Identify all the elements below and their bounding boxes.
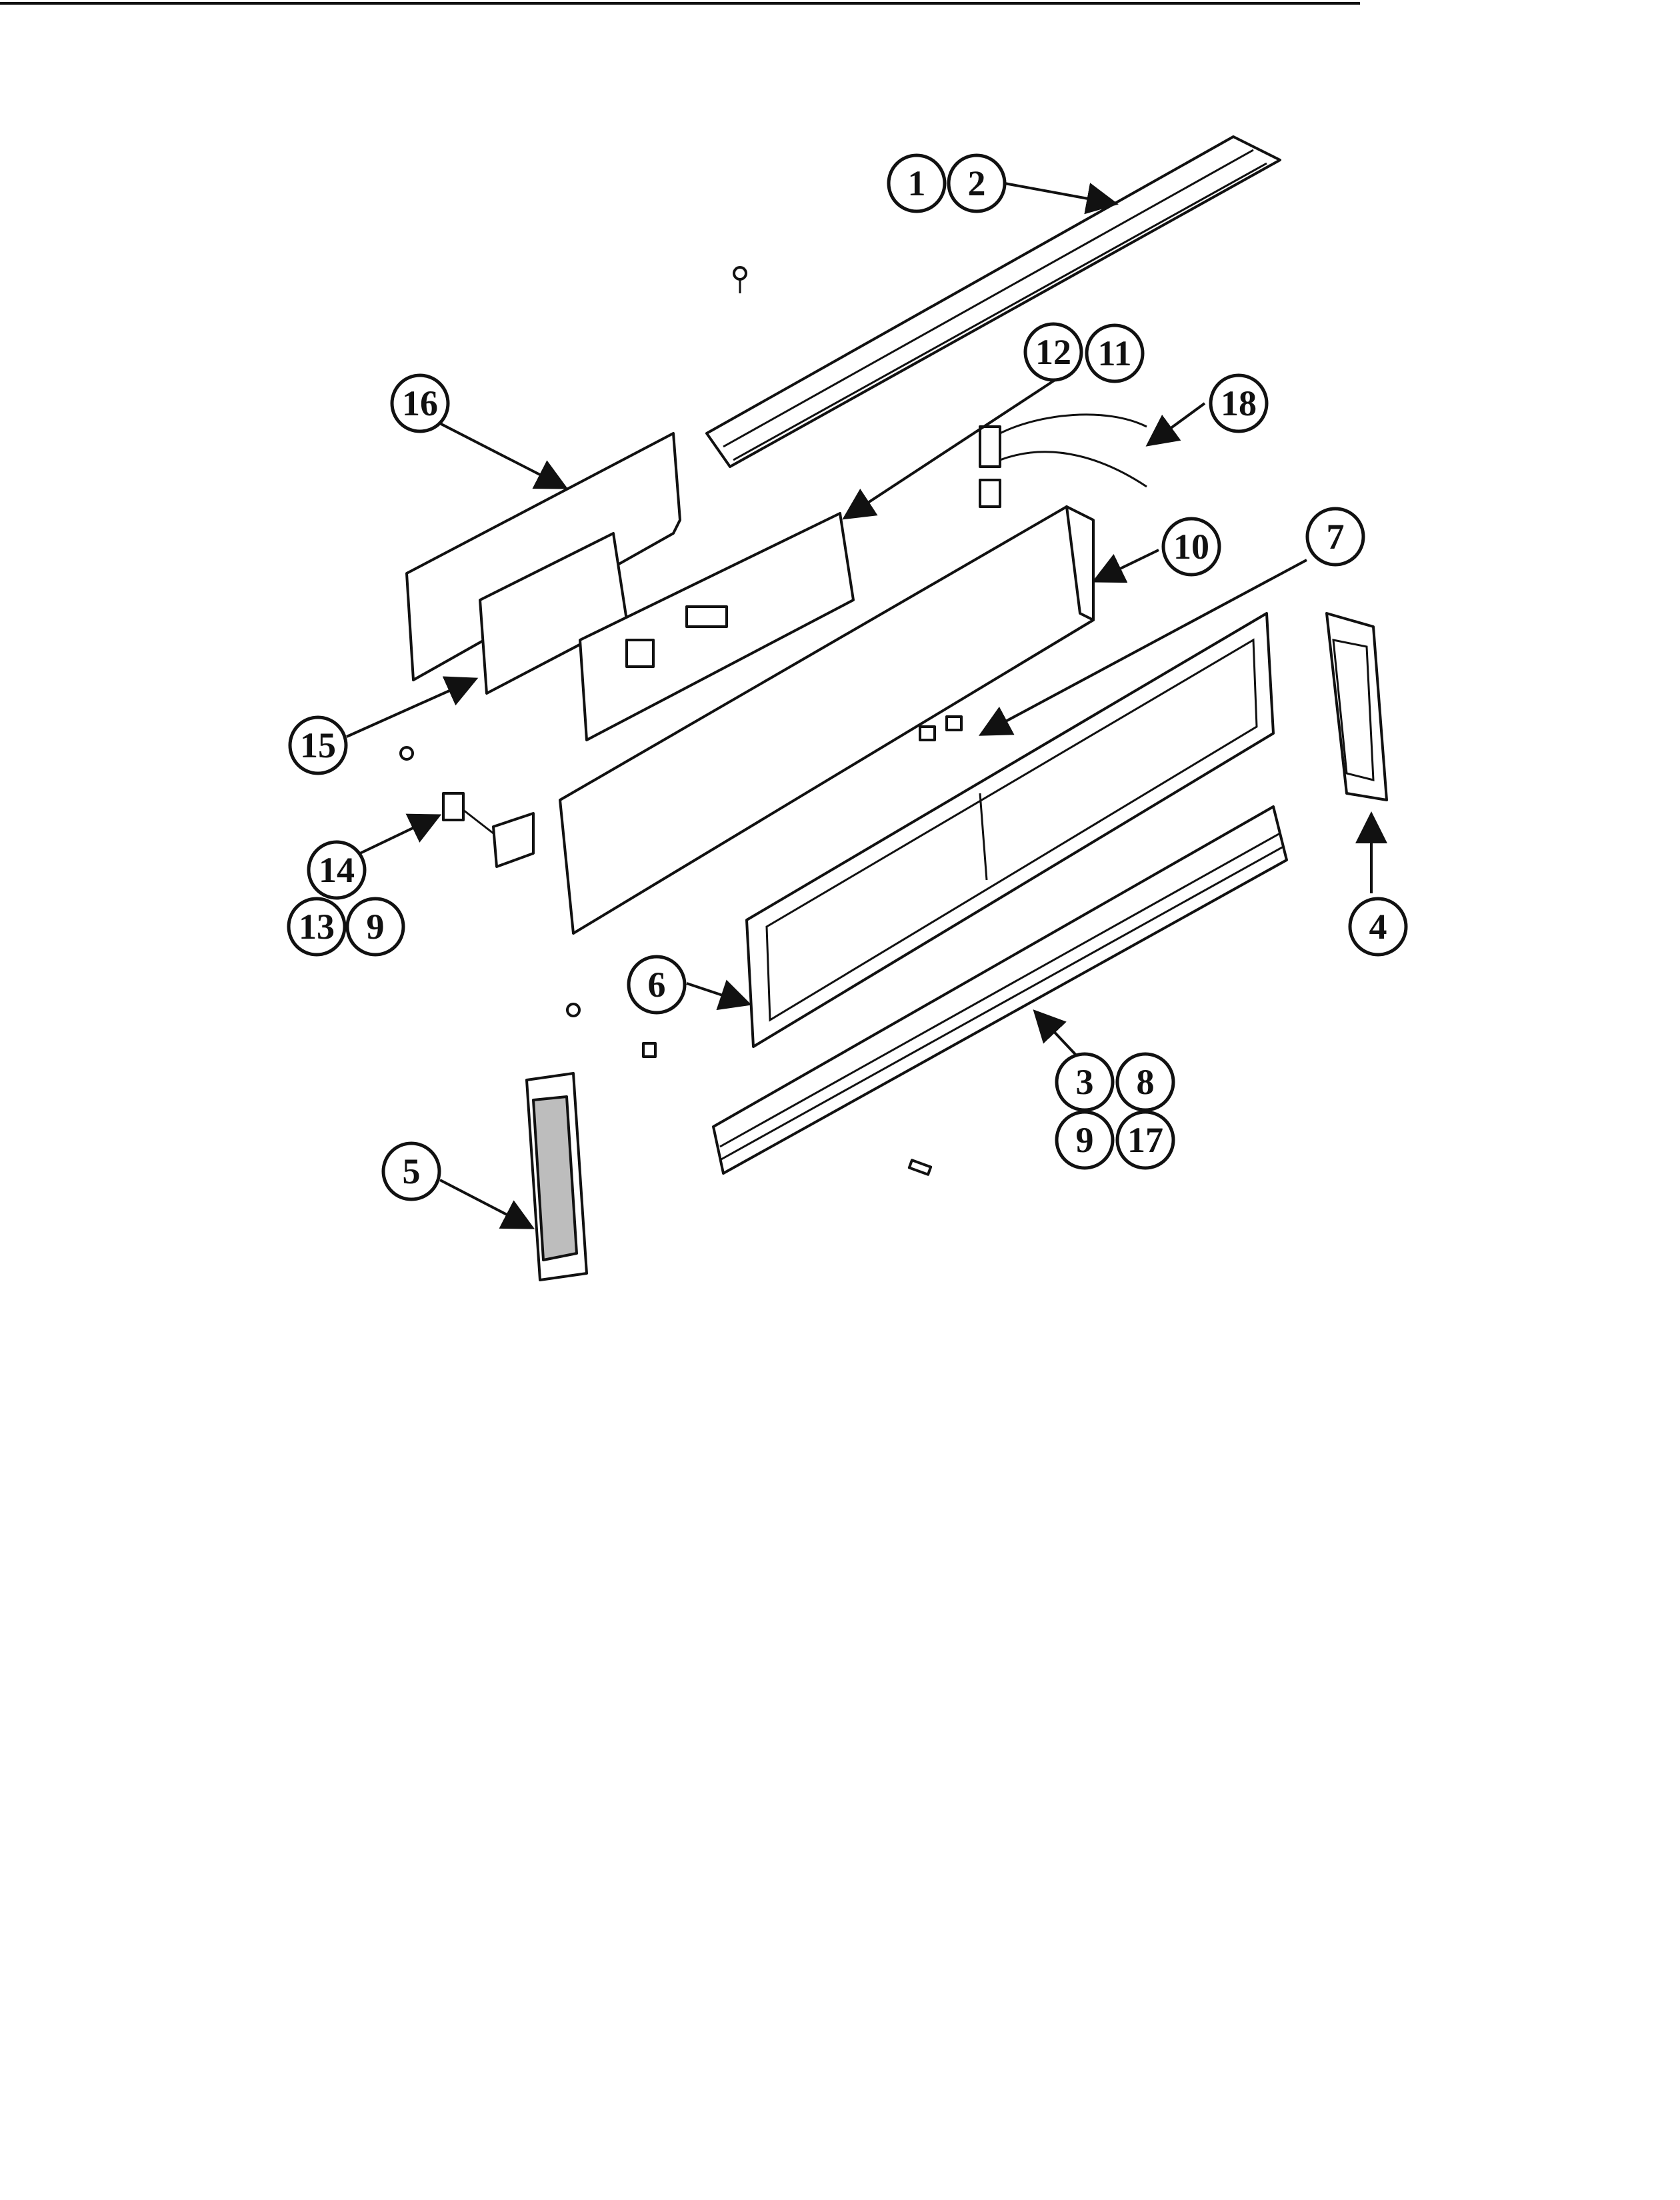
callout-18: 18 [1209, 373, 1269, 433]
svg-text:6: 6 [648, 965, 666, 1005]
leader-lines [346, 182, 1387, 1229]
switch-assembly [442, 792, 535, 868]
left-bracket [405, 432, 681, 681]
ribbon-cable [979, 413, 1147, 508]
svg-text:4: 4 [1369, 907, 1387, 947]
callout-5: 5 [381, 1141, 441, 1201]
callout-13: 13 [287, 897, 347, 957]
svg-text:9: 9 [1076, 1120, 1094, 1160]
callout-6: 6 [627, 955, 687, 1015]
callout-9-rail: 9 [1055, 1110, 1115, 1170]
svg-text:1: 1 [908, 163, 926, 203]
callout-15: 15 [288, 715, 348, 775]
callout-4: 4 [1348, 897, 1408, 957]
right-end-cap [1325, 612, 1388, 801]
svg-text:9: 9 [367, 907, 385, 947]
svg-text:8: 8 [1137, 1062, 1155, 1102]
svg-text:2: 2 [968, 163, 986, 203]
svg-text:5: 5 [403, 1151, 421, 1191]
callout-7: 7 [1305, 507, 1365, 567]
svg-text:12: 12 [1035, 332, 1071, 372]
screw-top [733, 266, 747, 293]
svg-text:18: 18 [1221, 383, 1257, 423]
main-panel [559, 505, 1095, 935]
left-end-cap [525, 1072, 588, 1281]
bottom-rail [712, 805, 1288, 1175]
callout-12: 12 [1023, 322, 1083, 382]
callout-8: 8 [1115, 1052, 1175, 1112]
callout-16: 16 [390, 373, 450, 433]
svg-text:16: 16 [402, 383, 438, 423]
callout-9-switch: 9 [345, 897, 405, 957]
callout-2: 2 [947, 153, 1007, 213]
callout-11: 11 [1085, 323, 1145, 383]
callout-14: 14 [307, 840, 367, 900]
svg-text:11: 11 [1097, 333, 1131, 373]
control-board [579, 512, 855, 741]
top-trim-rail [705, 135, 1281, 468]
svg-text:7: 7 [1327, 517, 1345, 557]
callout-17: 17 [1115, 1110, 1175, 1170]
svg-text:17: 17 [1127, 1120, 1163, 1160]
fasteners [399, 746, 933, 1176]
svg-text:15: 15 [300, 725, 336, 765]
svg-text:13: 13 [299, 907, 335, 947]
svg-text:14: 14 [319, 850, 355, 890]
callout-10: 10 [1161, 517, 1221, 577]
svg-text:10: 10 [1173, 527, 1209, 567]
callout-1: 1 [887, 153, 947, 213]
callout-3: 3 [1055, 1052, 1115, 1112]
svg-text:3: 3 [1076, 1062, 1094, 1102]
